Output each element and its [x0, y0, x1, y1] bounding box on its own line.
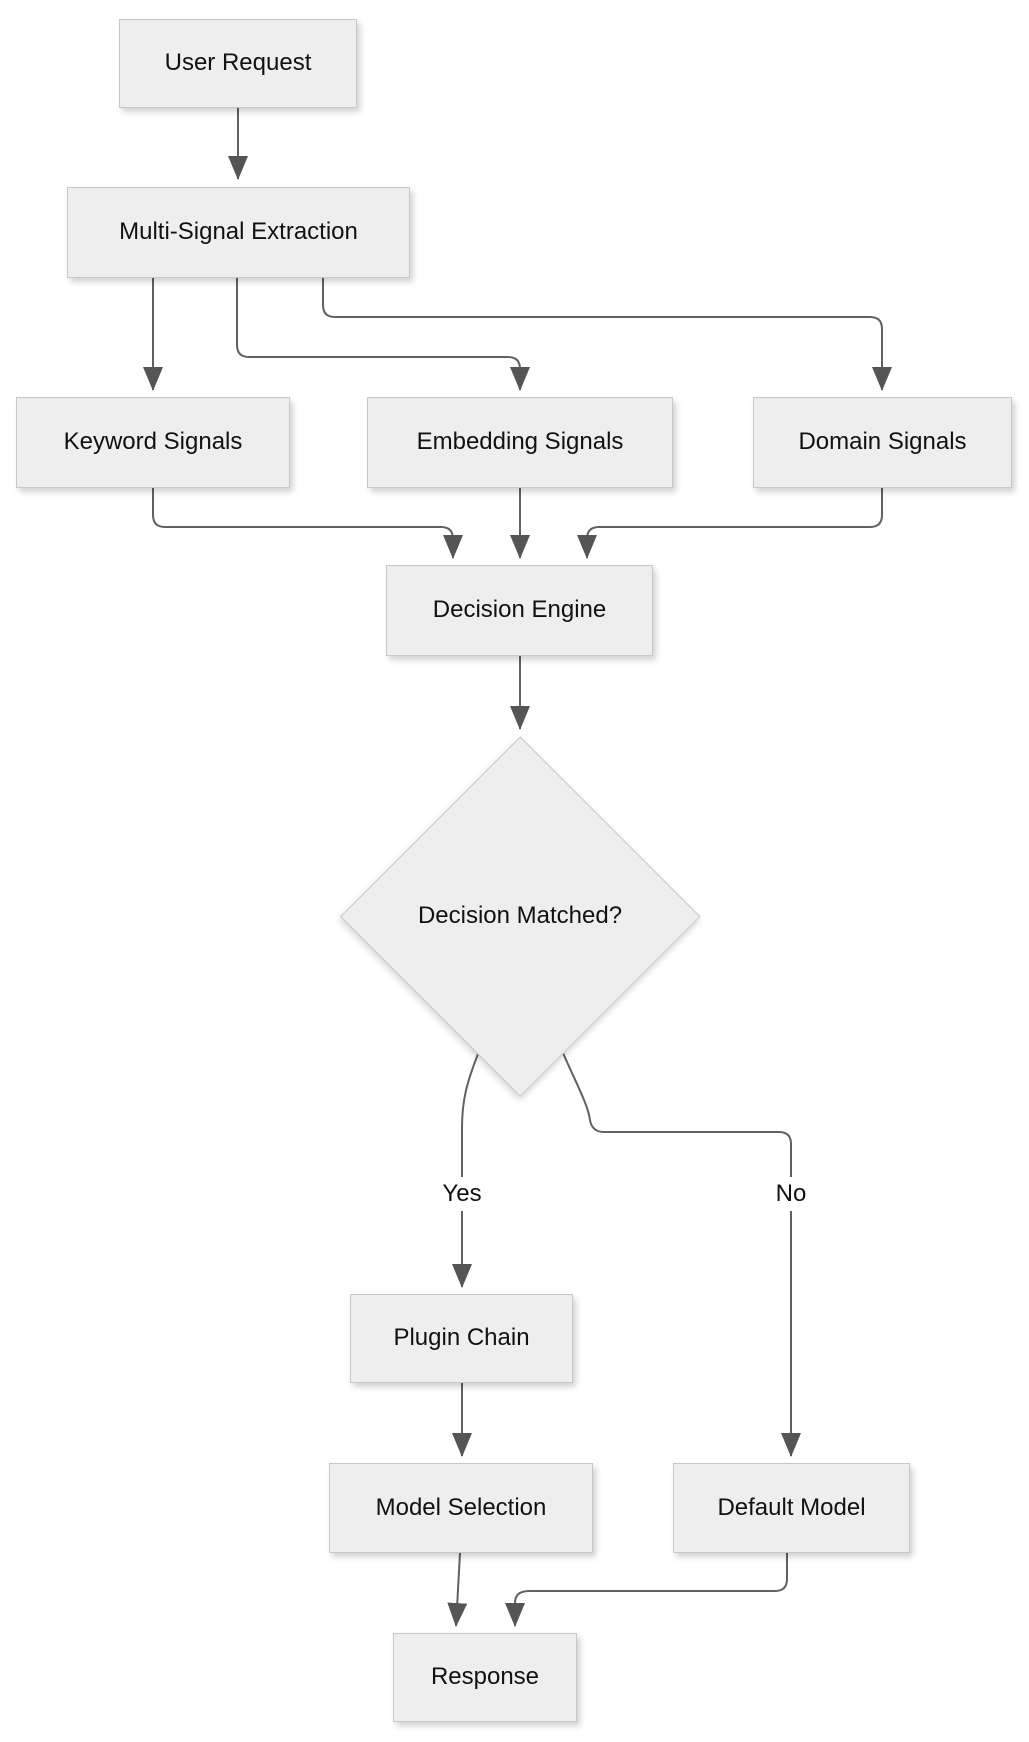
node-decision-engine-label: Decision Engine [432, 596, 607, 624]
node-plugin-chain: Plugin Chain [350, 1294, 573, 1383]
node-response-label: Response [430, 1663, 540, 1691]
node-decision-engine: Decision Engine [386, 565, 653, 656]
node-decision-matched-label: Decision Matched? [417, 902, 623, 929]
node-multi-signal-extraction-label: Multi-Signal Extraction [119, 218, 358, 246]
edge-multi-signal-extraction-to-domain-signals [322, 278, 892, 391]
node-embedding-signals-label: Embedding Signals [416, 428, 624, 456]
node-user-request-label: User Request [164, 49, 312, 77]
edge-domain-signals-to-decision-engine [577, 488, 883, 559]
node-response: Response [393, 1633, 577, 1722]
node-keyword-signals: Keyword Signals [16, 397, 290, 488]
edge-label-no: No [769, 1177, 813, 1211]
edge-decision-matched-to-plugin-chain [452, 1053, 479, 1288]
edge-label-yes: Yes [436, 1177, 488, 1211]
node-model-selection-label: Model Selection [375, 1493, 547, 1521]
node-model-selection: Model Selection [329, 1463, 593, 1553]
node-embedding-signals: Embedding Signals [367, 397, 673, 488]
node-plugin-chain-label: Plugin Chain [393, 1324, 530, 1352]
edge-keyword-signals-to-decision-engine [152, 488, 463, 559]
edge-default-model-to-response [505, 1553, 788, 1627]
node-default-model: Default Model [673, 1463, 910, 1553]
node-multi-signal-extraction: Multi-Signal Extraction [67, 187, 410, 278]
node-keyword-signals-label: Keyword Signals [63, 428, 243, 456]
edge-multi-signal-extraction-to-embedding-signals [236, 278, 530, 391]
node-default-model-label: Default Model [717, 1493, 866, 1521]
node-domain-signals: Domain Signals [753, 397, 1012, 488]
node-domain-signals-label: Domain Signals [798, 428, 967, 456]
edge-model-selection-to-response [447, 1552, 468, 1627]
node-user-request: User Request [119, 19, 357, 108]
edge-decision-matched-to-default-model [562, 1052, 801, 1457]
